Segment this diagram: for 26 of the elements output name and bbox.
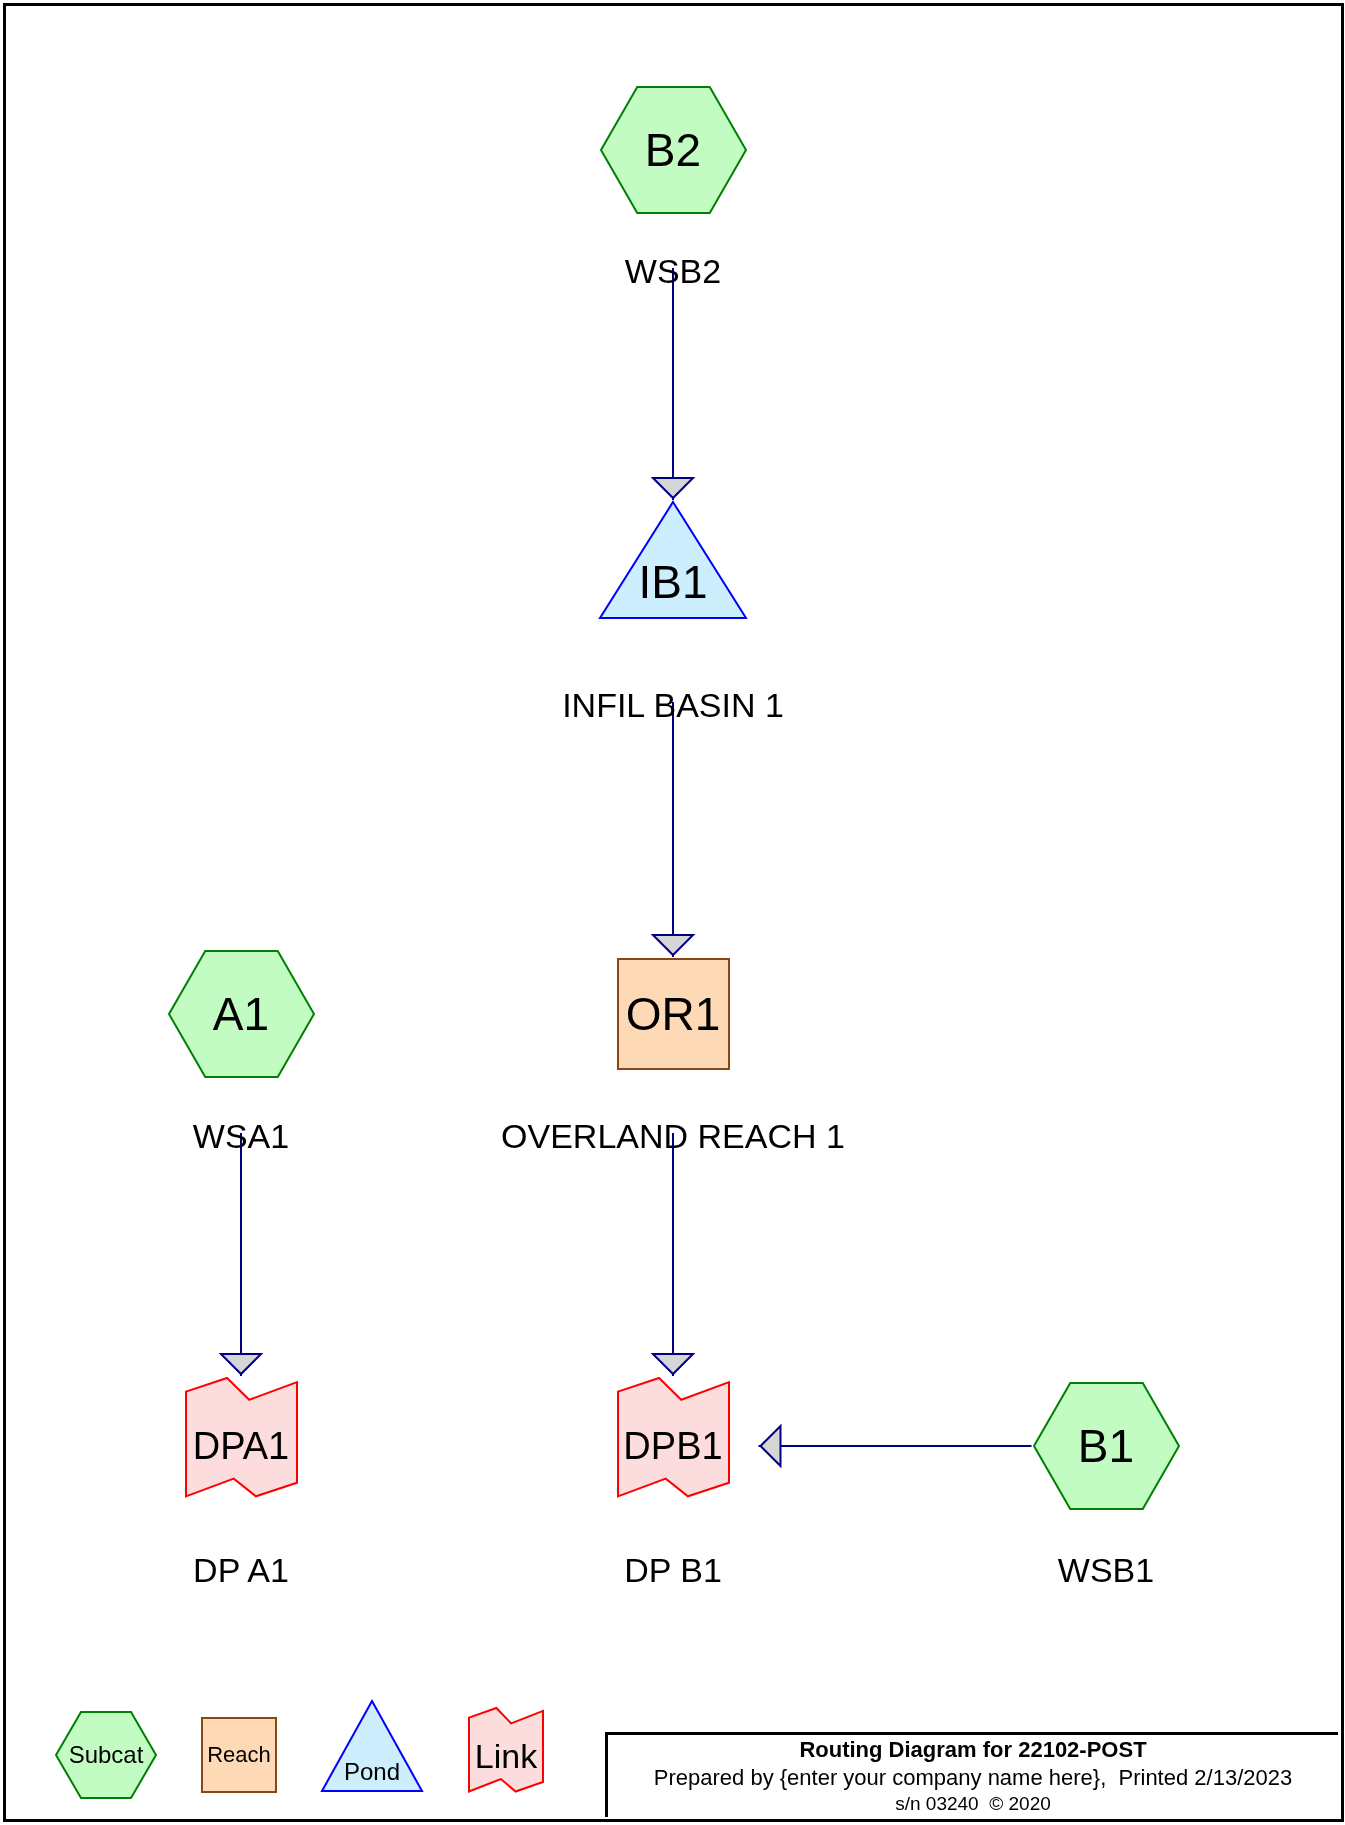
legend-label: Subcat: [68, 1743, 144, 1767]
node-label: A1: [212, 991, 270, 1037]
node-label: B1: [1077, 1423, 1135, 1469]
legend-label: Reach: [207, 1744, 271, 1766]
node-caption: DP A1: [193, 1553, 289, 1587]
node-label: DPA1: [192, 1427, 290, 1465]
node-caption: INFIL BASIN 1: [562, 688, 784, 722]
node-label: B2: [644, 127, 702, 173]
node-label: OR1: [625, 991, 721, 1037]
arrow: [652, 267, 694, 501]
title: Routing Diagram for 22102-POST: [799, 1737, 1147, 1763]
node-label: DPB1: [623, 1427, 723, 1465]
node-caption: DP B1: [624, 1553, 722, 1587]
node-caption: WSB1: [1057, 1553, 1155, 1587]
note: s/n 03240 © 2020: [895, 1793, 1051, 1815]
arrow: [220, 1132, 262, 1377]
arrow: [652, 701, 694, 958]
node-label: IB1: [638, 559, 708, 605]
legend-label: Link: [474, 1739, 538, 1773]
node-caption: OVERLAND REACH 1: [501, 1119, 845, 1153]
arrow: [757, 1425, 1033, 1467]
note: Prepared by {enter your company name here}, Printed 2/13/2023: [653, 1765, 1293, 1791]
node-caption: WSA1: [192, 1119, 290, 1153]
arrow: [652, 1132, 694, 1377]
legend-label: Pond: [343, 1760, 401, 1784]
node-caption: WSB2: [624, 254, 722, 288]
